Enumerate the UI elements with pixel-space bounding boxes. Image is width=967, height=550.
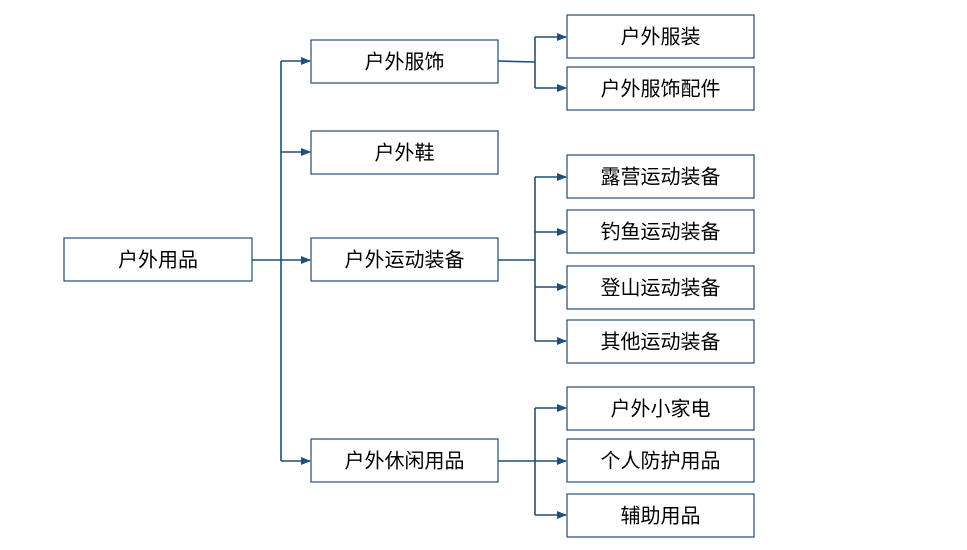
category-node-label: 户外鞋 (375, 141, 435, 165)
category-node-shoes: 户外鞋 (310, 130, 499, 175)
subcategory-node: 个人防护用品 (566, 438, 755, 483)
subcategory-node-box (566, 265, 755, 310)
category-node-box (310, 39, 499, 84)
subcategory-node-label: 辅助用品 (621, 504, 701, 528)
subcategory-node-label: 露营运动装备 (601, 165, 721, 189)
root-node-label: 户外用品 (118, 248, 198, 272)
subcategory-node-label: 其他运动装备 (601, 330, 721, 354)
category-node-box (310, 237, 499, 282)
subcategory-node-box (566, 493, 755, 538)
subcategory-node-box (566, 209, 755, 254)
subcategory-node: 登山运动装备 (566, 265, 755, 310)
subcategory-node-box (566, 319, 755, 364)
root-node-box (63, 237, 253, 282)
subcategory-node: 辅助用品 (566, 493, 755, 538)
subcategory-node-box (566, 386, 755, 431)
category-node-sports-gear: 户外运动装备 (310, 237, 499, 282)
subcategory-node: 钓鱼运动装备 (566, 209, 755, 254)
subcategory-node-label: 钓鱼运动装备 (601, 220, 721, 244)
subcategory-node: 户外小家电 (566, 386, 755, 431)
category-node-label: 户外服饰 (365, 50, 445, 74)
category-node-leisure: 户外休闲用品 (310, 438, 499, 483)
subcategory-node: 露营运动装备 (566, 154, 755, 199)
subcategory-node-label: 个人防护用品 (601, 449, 721, 473)
connector-cat-0-trunk (497, 60, 536, 63)
subcategory-node-box (566, 438, 755, 483)
subcategory-node-label: 登山运动装备 (601, 276, 721, 300)
cat-3-connectors (498, 404, 567, 519)
category-node-box (310, 438, 499, 483)
subcategory-node: 户外服饰配件 (566, 66, 755, 111)
subcategory-node-box (566, 154, 755, 199)
subcategory-node-label: 户外小家电 (611, 397, 711, 421)
root-connectors (252, 57, 311, 465)
cat-0-connectors (497, 33, 567, 92)
subcategory-node-box (566, 14, 755, 59)
category-node-apparel: 户外服饰 (310, 39, 499, 84)
root-node: 户外用品 (63, 237, 253, 282)
subcategory-node-box (566, 66, 755, 111)
subcategory-node: 其他运动装备 (566, 319, 755, 364)
category-node-label: 户外运动装备 (345, 248, 465, 272)
category-node-box (310, 130, 499, 175)
subcategory-node-label: 户外服饰配件 (601, 77, 721, 101)
subcategory-node-label: 户外服装 (621, 25, 701, 49)
subcategory-node: 户外服装 (566, 14, 755, 59)
category-node-label: 户外休闲用品 (345, 449, 465, 473)
cat-2-connectors (498, 173, 567, 345)
